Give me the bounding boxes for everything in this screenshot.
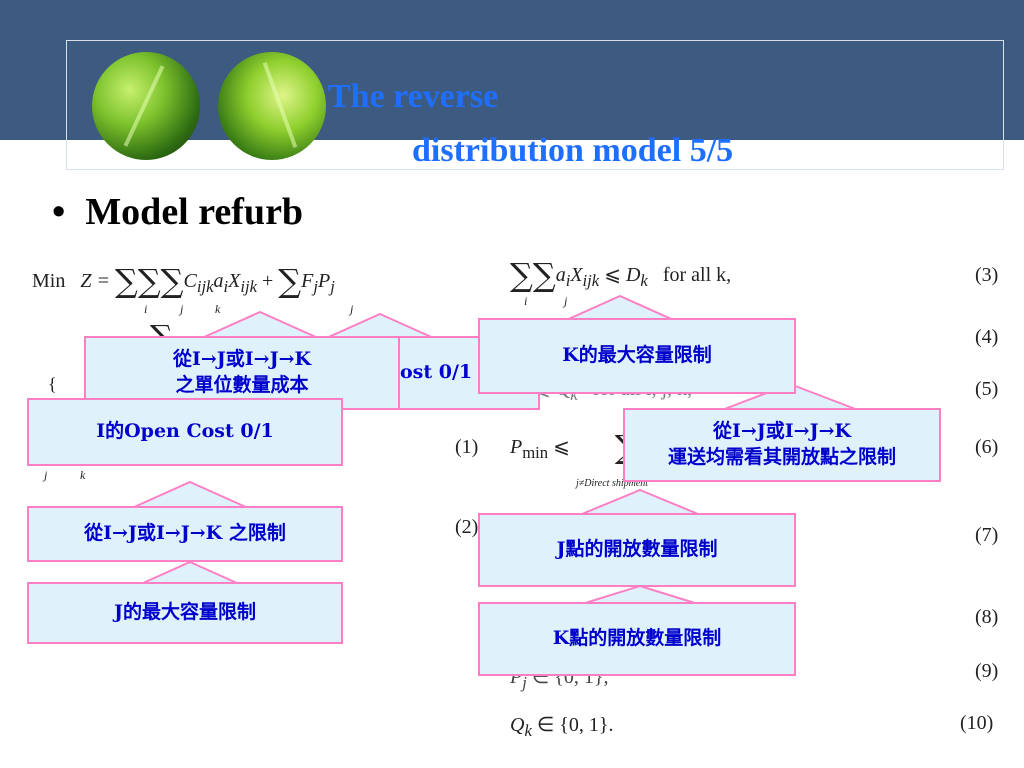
arrow-to-eq-6 [581,488,699,515]
callout-k-capacity-text: K的最大容量限制 [562,344,712,367]
slide-title-line2: distribution model 5/5 [412,132,734,169]
callout-flow-limit: 從I→J或I→J→K 之限制 [27,506,343,562]
constraint-10: Qk ∈ {0, 1}. [510,714,614,740]
leaf-image-right [218,52,326,160]
callout-k-open-count-text: K點的開放數量限制 [552,627,722,650]
constraint-3: ∑∑aiXijk ⩽ Dk for all k, [510,256,732,294]
callout-unit-cost-line2: 之單位數量成本 [175,374,309,396]
callout-transport-limit-line1: 從I→J或I→J→K [712,420,852,443]
eq-number-4: (4) [975,326,999,348]
callout-unit-cost: 從I→J或I→J→K 之單位數量成本 [84,336,400,410]
eq-number-8: (8) [975,606,999,628]
bullet-text: Model refurb [85,191,304,233]
direct-shipment-label: j≠Direct shipment [576,478,649,489]
bullet-model-refurb: • Model refurb [52,190,303,234]
callout-k-capacity: K的最大容量限制 [478,318,796,394]
callout-j-open-count: J點的開放數量限制 [478,513,796,587]
callout-transport-limit: 從I→J或I→J→K 運送均需看其開放點之限制 [623,408,941,482]
slide-title-line1: The reverse [328,78,499,115]
bullet-dot: • [52,191,66,233]
leaf-image-left [92,52,200,160]
eq-number-7: (7) [975,524,999,546]
eq-number-1: (1) [455,436,479,458]
callout-open-cost-i-text: I的Open Cost 0/1 [96,420,274,443]
constraint-6: Pmin ⩽ ∑ [510,428,638,466]
callout-j-capacity-text: J的最大容量限制 [114,601,256,624]
callout-j-open-count-text: J點的開放數量限制 [556,538,718,561]
header-frame [66,40,1004,170]
eq-number-3: (3) [975,264,999,286]
eq-number-2: (2) [455,516,479,538]
callout-open-cost-partial-text: ost 0/1 [400,361,473,384]
callout-open-cost-i: I的Open Cost 0/1 [27,398,343,466]
callout-j-capacity: J的最大容量限制 [27,582,343,644]
callout-flow-limit-text: 從I→J或I→J→K 之限制 [84,522,286,545]
eq-number-5: (5) [975,378,999,400]
eq-number-6: (6) [975,436,999,458]
eq-number-9: (9) [975,660,999,682]
eq-number-10: (10) [960,712,994,734]
partial-brace: { [48,374,57,394]
callout-transport-limit-line2: 運送均需看其開放點之限制 [667,446,896,468]
callout-unit-cost-line1: 從I→J或I→J→K [172,348,312,371]
objective-function: Min Z = ∑∑∑CijkaiXijk + ∑FjPj [32,262,335,300]
callout-k-open-count: K點的開放數量限制 [478,602,796,676]
